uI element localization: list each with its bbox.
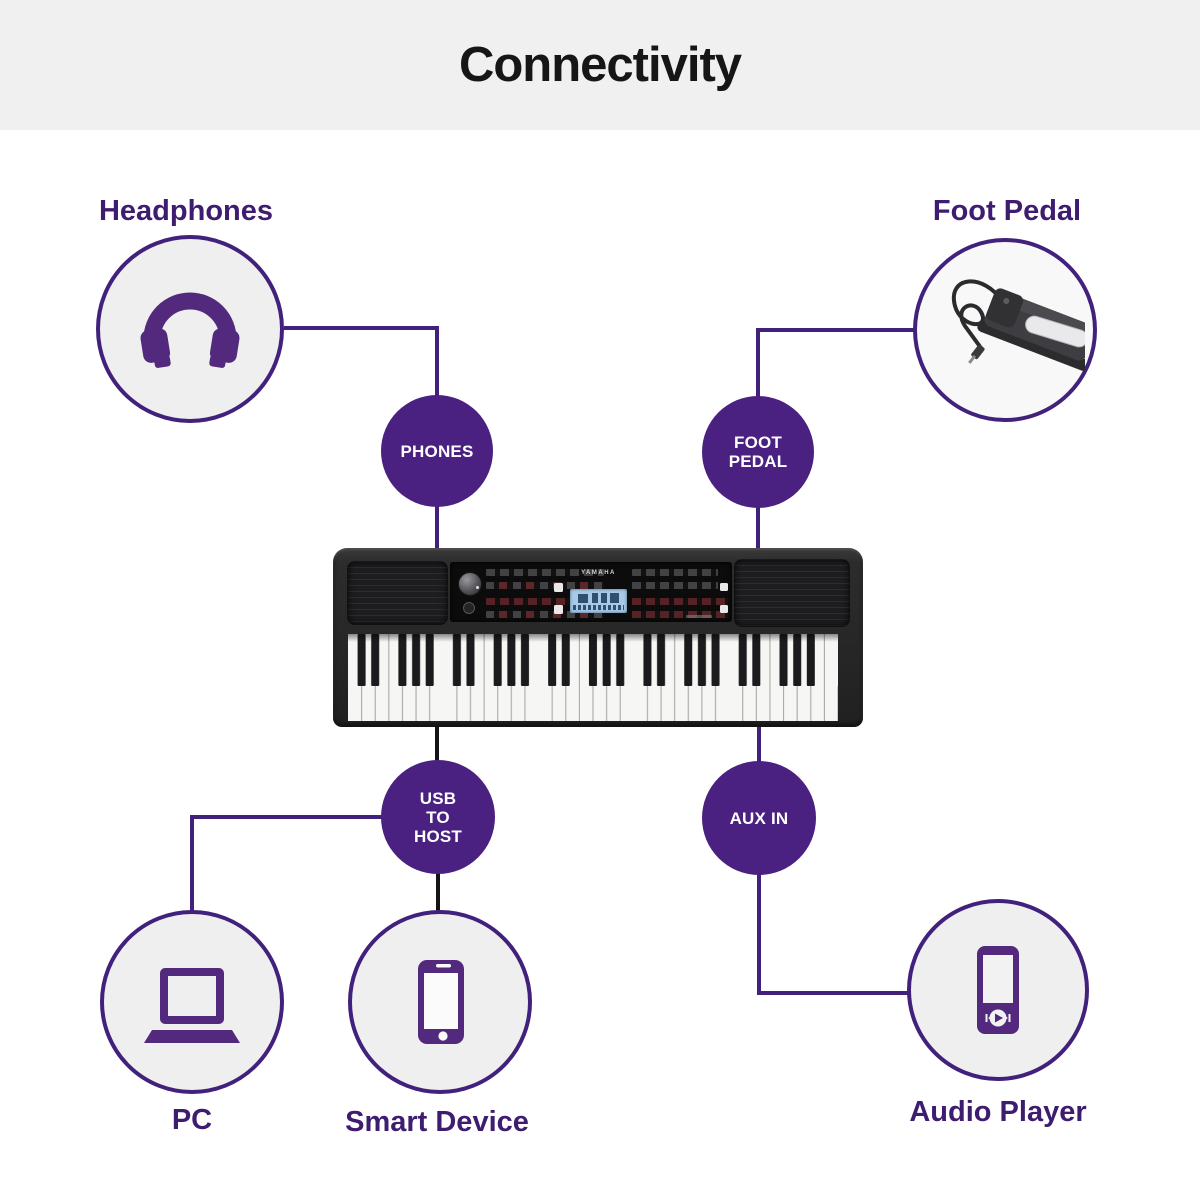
yamaha-logo: YAMAHA xyxy=(581,570,616,576)
foot-pedal-circle xyxy=(913,238,1097,422)
line-keyboard-usb xyxy=(435,720,439,764)
panel-square-button xyxy=(554,583,563,592)
panel-button-row xyxy=(486,611,604,618)
line-usb-pc-horizontal xyxy=(190,815,383,819)
keyboard-image: YAMAHA xyxy=(333,548,863,727)
headphones-label: Headphones xyxy=(98,195,274,227)
line-footpedal-vertical xyxy=(756,328,760,399)
panel-button-row xyxy=(632,582,718,589)
lcd-display xyxy=(570,589,627,613)
aux-in-port: AUX IN xyxy=(702,761,816,875)
header-banner: Connectivity xyxy=(0,0,1200,130)
foot-pedal-port-line2: PEDAL xyxy=(728,452,788,471)
headphones-icon xyxy=(140,292,240,368)
panel-button-row xyxy=(632,598,728,605)
usb-port-line2: TO xyxy=(426,807,450,827)
foot-pedal-label: Foot Pedal xyxy=(932,195,1082,227)
line-headphones-vertical xyxy=(435,326,439,398)
line-aux-audioplayer xyxy=(757,991,909,995)
panel-button-row xyxy=(486,569,604,576)
phones-port-label: PHONES xyxy=(400,441,474,461)
smart-device-label: Smart Device xyxy=(345,1106,529,1138)
pc-circle xyxy=(100,910,284,1094)
panel-button-row xyxy=(632,569,718,576)
pc-label: PC xyxy=(171,1104,213,1136)
panel-square-button xyxy=(720,583,728,591)
foot-pedal-port-line1: FOOT xyxy=(733,433,782,452)
headphones-circle xyxy=(96,235,284,423)
smart-device-circle xyxy=(348,910,532,1094)
line-phones-keyboard xyxy=(435,505,439,553)
volume-knob xyxy=(458,572,482,596)
usb-port-line3: HOST xyxy=(413,826,463,846)
foot-pedal-port: FOOT PEDAL xyxy=(702,396,814,508)
line-headphones-horizontal xyxy=(284,326,439,330)
piano-keys xyxy=(348,634,838,721)
line-footpedalport-keyboard xyxy=(756,506,760,553)
panel-square-button xyxy=(720,605,728,613)
panel-button-row xyxy=(632,611,728,618)
panel-round-button xyxy=(463,602,475,614)
panel-square-button xyxy=(554,605,563,614)
pc-icon xyxy=(144,968,240,1043)
keyboard-right-speaker xyxy=(734,559,850,627)
line-usb-smartdevice xyxy=(436,872,440,912)
line-keyboard-aux xyxy=(757,720,761,765)
line-usb-pc-vertical xyxy=(190,815,194,912)
model-name-text xyxy=(686,615,712,618)
page-title: Connectivity xyxy=(458,38,742,92)
usb-port-line1: USB xyxy=(419,788,457,808)
phones-port: PHONES xyxy=(381,395,493,507)
audio-player-icon xyxy=(977,946,1019,1034)
usb-to-host-port: USB TO HOST xyxy=(381,760,495,874)
keyboard-control-panel: YAMAHA xyxy=(450,562,732,622)
panel-button-row xyxy=(486,582,604,589)
smart-device-icon xyxy=(418,960,464,1044)
audio-player-circle xyxy=(907,899,1089,1081)
keyboard-left-speaker xyxy=(347,561,448,625)
line-footpedal-horizontal xyxy=(758,328,915,332)
panel-button-row xyxy=(486,598,604,605)
foot-pedal-icon xyxy=(951,279,1085,371)
aux-port-label: AUX IN xyxy=(729,808,789,828)
line-aux-vertical xyxy=(757,873,761,995)
audio-player-label: Audio Player xyxy=(909,1096,1087,1128)
